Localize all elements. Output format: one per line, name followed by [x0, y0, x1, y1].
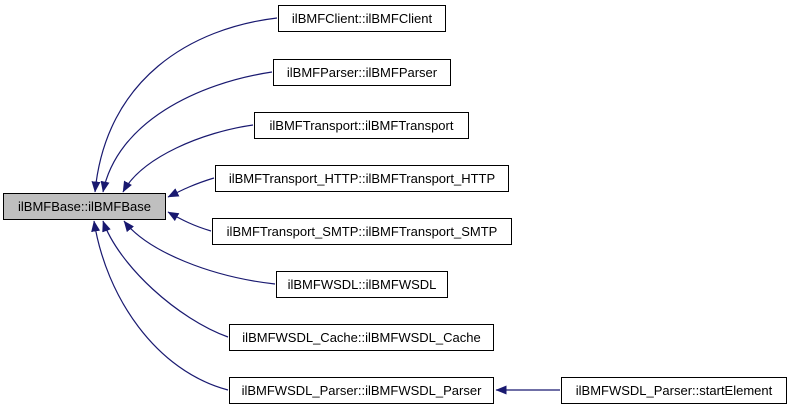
edge-client-to-base	[91, 17, 278, 193]
node-label: ilBMFWSDL::ilBMFWSDL	[287, 277, 437, 292]
node-ilbmfbase: ilBMFBase::ilBMFBase	[3, 193, 166, 220]
node-label: ilBMFClient::ilBMFClient	[291, 11, 433, 26]
node-ilbmfwsdl-cache[interactable]: ilBMFWSDL_Cache::ilBMFWSDL_Cache	[229, 324, 494, 351]
edge-smtp-to-base	[167, 211, 212, 232]
edge-http-to-base	[167, 177, 215, 198]
node-label: ilBMFParser::ilBMFParser	[286, 65, 438, 80]
node-ilbmfwsdl-parser[interactable]: ilBMFWSDL_Parser::ilBMFWSDL_Parser	[229, 377, 494, 404]
node-ilbmfwsdl-parser-startelement[interactable]: ilBMFWSDL_Parser::startElement	[561, 377, 787, 404]
node-label: ilBMFTransport_HTTP::ilBMFTransport_HTTP	[228, 171, 496, 186]
node-label: ilBMFWSDL_Parser::startElement	[575, 383, 773, 398]
node-label: ilBMFWSDL_Cache::ilBMFWSDL_Cache	[242, 330, 481, 345]
node-ilbmfclient[interactable]: ilBMFClient::ilBMFClient	[278, 5, 446, 32]
edge-wsdlparser-to-base	[91, 220, 229, 391]
node-label: ilBMFTransport::ilBMFTransport	[269, 118, 454, 133]
node-ilbmfwsdl[interactable]: ilBMFWSDL::ilBMFWSDL	[276, 271, 448, 298]
edge-cache-to-base	[102, 220, 229, 338]
node-label: ilBMFTransport_SMTP::ilBMFTransport_SMTP	[226, 224, 498, 239]
node-label: ilBMFWSDL_Parser::ilBMFWSDL_Parser	[241, 383, 482, 398]
node-ilbmftransport[interactable]: ilBMFTransport::ilBMFTransport	[254, 112, 469, 139]
node-ilbmfparser[interactable]: ilBMFParser::ilBMFParser	[273, 59, 451, 86]
edge-transport-to-base	[122, 124, 254, 193]
edge-parser-to-base	[100, 71, 273, 193]
edge-wsdl-to-base	[123, 220, 276, 285]
node-label: ilBMFBase::ilBMFBase	[18, 199, 151, 214]
node-ilbmftransport-http[interactable]: ilBMFTransport_HTTP::ilBMFTransport_HTTP	[215, 165, 509, 192]
node-ilbmftransport-smtp[interactable]: ilBMFTransport_SMTP::ilBMFTransport_SMTP	[212, 218, 512, 245]
